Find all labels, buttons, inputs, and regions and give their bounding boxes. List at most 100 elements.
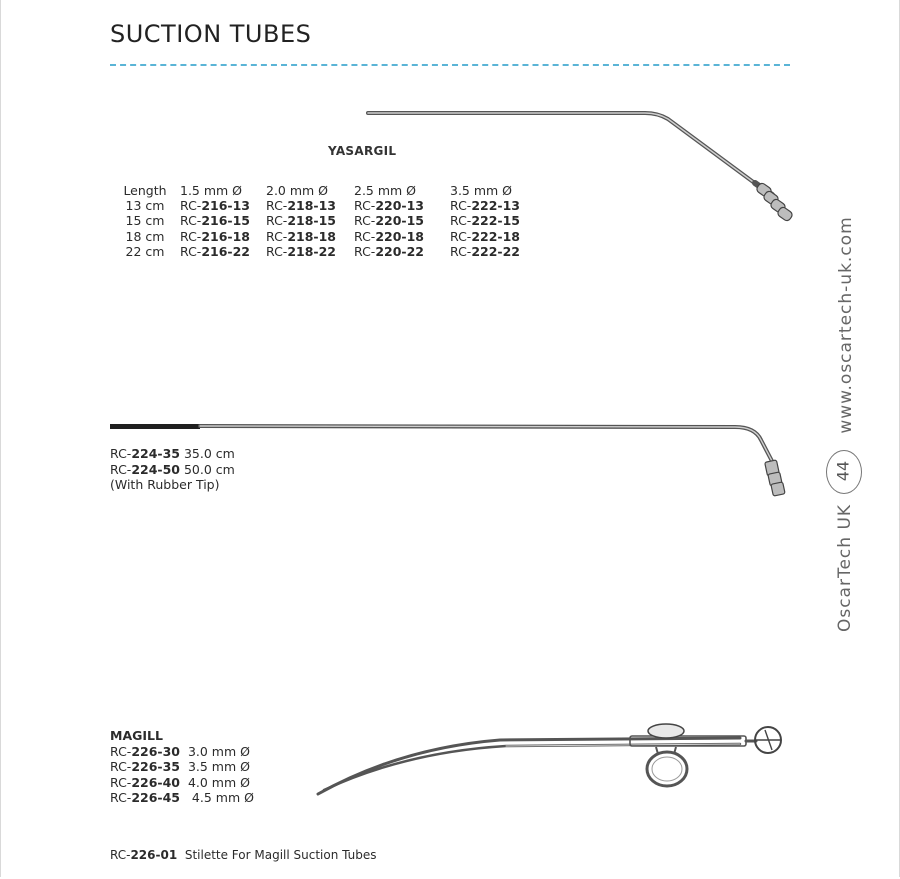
header-diameter: 2.0 mm Ø — [266, 183, 329, 198]
code-cell: RC-222-22 — [450, 244, 540, 259]
code-number: 216-22 — [201, 243, 250, 259]
code-number: 216-15 — [201, 213, 250, 229]
code-number: 222-13 — [471, 198, 520, 214]
code-number: 224-50 — [131, 461, 180, 477]
code-cell: RC-216-18 — [180, 229, 266, 244]
code-number: 218-13 — [287, 198, 336, 214]
code-number: 226-35 — [131, 759, 180, 774]
item-description: 3.0 mm Ø — [187, 743, 250, 759]
code-prefix: RC- — [266, 213, 288, 229]
code-prefix: RC- — [110, 759, 132, 774]
code-number: 218-22 — [287, 243, 336, 259]
list-item: RC-226-30 3.0 mm Ø — [110, 744, 254, 760]
code-number: 216-18 — [201, 228, 250, 244]
yasargil-title: YASARGIL — [328, 144, 397, 158]
code-prefix: RC- — [266, 198, 288, 214]
code-cell: RC-220-18 — [354, 229, 450, 244]
code-number: 226-30 — [131, 743, 180, 759]
page-number-badge — [826, 450, 862, 494]
rubber-tip-note: (With Rubber Tip) — [110, 477, 220, 492]
code-cell: RC-220-22 — [354, 244, 450, 259]
code-number: 220-13 — [375, 198, 424, 214]
list-item: RC-226-45 4.5 mm Ø — [110, 790, 254, 806]
magill-title: MAGILL — [110, 728, 163, 743]
code-prefix: RC- — [180, 198, 202, 214]
code-cell: RC-222-13 — [450, 198, 540, 213]
page-title: SUCTION TUBES — [110, 20, 312, 48]
code-number: 222-15 — [471, 213, 520, 229]
code-cell: RC-220-13 — [354, 198, 450, 213]
code-prefix: RC- — [354, 213, 376, 229]
list-item: RC-224-50 50.0 cm — [110, 462, 235, 478]
title-divider — [110, 64, 790, 66]
magill-suction-tube-illustration — [316, 723, 782, 796]
straight-tube-list: RC-224-35 35.0 cm RC-224-50 50.0 cm (Wit… — [110, 446, 235, 493]
item-description: 4.5 mm Ø — [191, 790, 254, 805]
list-item: RC-224-35 35.0 cm — [110, 446, 235, 462]
code-prefix: RC- — [110, 790, 132, 805]
code-cell: RC-216-13 — [180, 198, 266, 213]
list-item: RC-226-35 3.5 mm Ø — [110, 759, 254, 775]
side-brand-name: OscarTech UK — [835, 503, 855, 633]
code-cell: RC-216-22 — [180, 244, 266, 259]
code-cell: RC-222-18 — [450, 229, 540, 244]
code-number: 226-45 — [131, 790, 180, 805]
code-prefix: RC- — [110, 774, 132, 790]
code-number: 218-18 — [287, 228, 336, 244]
length-cell: 22 cm — [125, 243, 165, 259]
code-number: 216-13 — [201, 198, 250, 214]
code-number: 220-18 — [375, 228, 424, 244]
code-number: 220-22 — [375, 243, 424, 259]
magill-list: MAGILL RC-226-30 3.0 mm Ø RC-226-35 3.5 … — [110, 728, 254, 806]
code-prefix: RC- — [450, 213, 472, 229]
table-row: 18 cm RC-216-18 RC-218-18 RC-220-18 RC-2… — [110, 229, 540, 244]
code-number: 222-18 — [471, 228, 520, 244]
header-diameter: 3.5 mm Ø — [450, 183, 513, 198]
code-prefix: RC- — [110, 848, 131, 862]
length-cell: 18 cm — [125, 228, 165, 244]
code-cell: RC-218-22 — [266, 244, 354, 259]
code-number: 226-40 — [131, 774, 180, 790]
code-prefix: RC- — [354, 243, 376, 259]
code-cell: RC-222-15 — [450, 213, 540, 228]
code-prefix: RC- — [110, 743, 132, 759]
header-diameter: 1.5 mm Ø — [180, 183, 243, 198]
code-cell: RC-218-18 — [266, 229, 354, 244]
side-website-url: www.oscartech-uk.com — [836, 216, 856, 434]
code-cell: RC-216-15 — [180, 213, 266, 228]
code-prefix: RC- — [354, 228, 376, 244]
code-number: 218-15 — [287, 213, 336, 229]
code-cell: RC-218-15 — [266, 213, 354, 228]
code-prefix: RC- — [354, 198, 376, 214]
item-description: 50.0 cm — [183, 461, 235, 477]
stilette-footer: RC-226-01 Stilette For Magill Suction Tu… — [110, 848, 377, 862]
straight-suction-tube-illustration — [110, 424, 786, 497]
code-prefix: RC- — [110, 461, 132, 477]
page-number: 44 — [833, 460, 853, 482]
header-diameter: 2.5 mm Ø — [354, 183, 417, 198]
header-length: Length — [123, 183, 167, 198]
item-description: 35.0 cm — [183, 446, 235, 461]
code-prefix: RC- — [450, 228, 472, 244]
table-row: 13 cm RC-216-13 RC-218-13 RC-220-13 RC-2… — [110, 198, 540, 213]
footer-description: Stilette For Magill Suction Tubes — [184, 848, 377, 862]
list-item: RC-226-40 4.0 mm Ø — [110, 775, 254, 791]
code-number: 224-35 — [131, 446, 180, 461]
table-row: 15 cm RC-216-15 RC-218-15 RC-220-15 RC-2… — [110, 213, 540, 228]
code-number: 220-15 — [375, 213, 424, 229]
spec-table-header-row: Length 1.5 mm Ø 2.0 mm Ø 2.5 mm Ø 3.5 mm… — [110, 183, 540, 198]
code-number: 226-01 — [130, 848, 178, 862]
item-description: 4.0 mm Ø — [187, 774, 250, 790]
code-prefix: RC- — [180, 213, 202, 229]
code-cell: RC-220-15 — [354, 213, 450, 228]
code-prefix: RC- — [180, 243, 202, 259]
code-prefix: RC- — [450, 243, 472, 259]
code-prefix: RC- — [266, 228, 288, 244]
yasargil-spec-table: Length 1.5 mm Ø 2.0 mm Ø 2.5 mm Ø 3.5 mm… — [110, 183, 540, 259]
code-prefix: RC- — [180, 228, 202, 244]
length-cell: 13 cm — [125, 198, 165, 214]
length-cell: 15 cm — [125, 213, 165, 229]
yasargil-suction-tube-illustration — [366, 111, 793, 222]
code-prefix: RC- — [266, 243, 288, 259]
item-description: 3.5 mm Ø — [187, 759, 250, 774]
